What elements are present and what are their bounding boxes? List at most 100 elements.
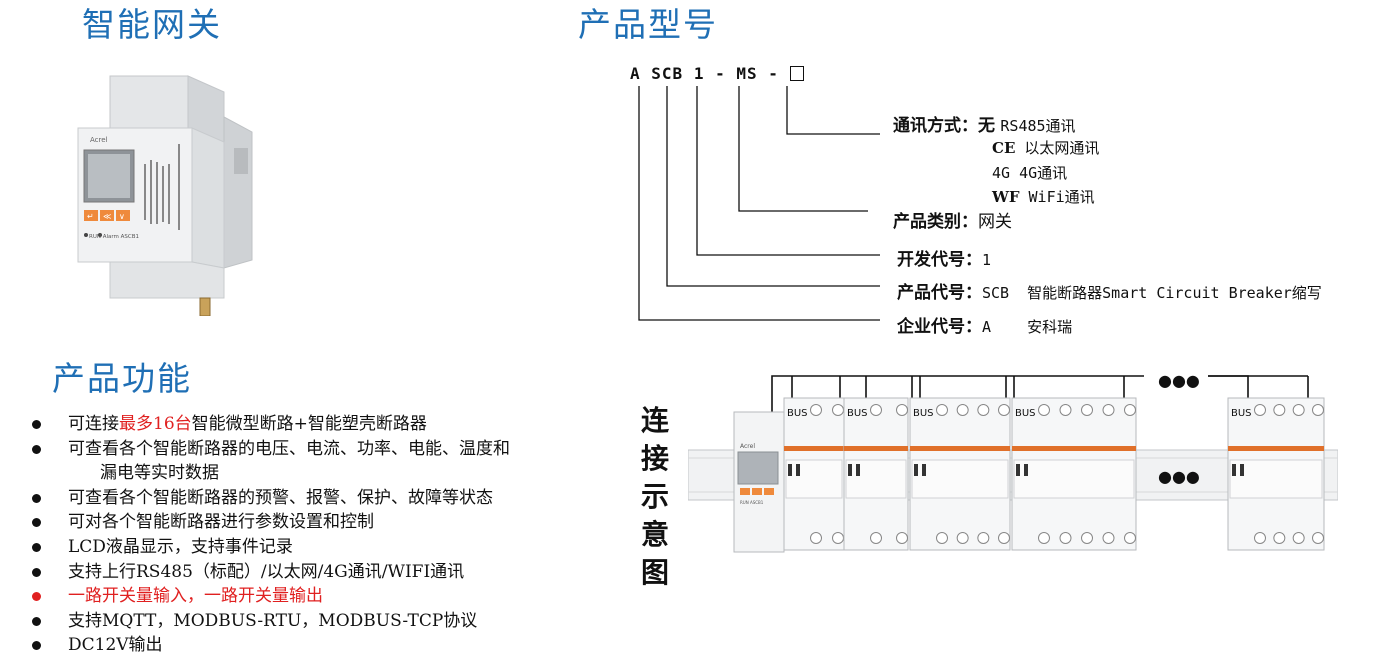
terminal-screw [1124, 532, 1136, 544]
gateway-led-labels: RUN ASCB1 [740, 500, 764, 505]
gateway-heading: 智能网关 [82, 5, 222, 44]
list-item: 支持上行RS485（标配）/以太网/4G通讯/WIFI通讯 [30, 560, 620, 585]
model-heading: 产品型号 [578, 5, 718, 44]
function-text: 可对各个智能断路器进行参数设置和控制 [68, 512, 374, 533]
dev-code-value: 1 [982, 251, 992, 269]
gateway-device-image: Acrel ↵ ≪ ∨ RUN Alarm ASCB1 [77, 75, 253, 316]
bus-ellipsis-middle: ●●● [1158, 467, 1200, 486]
bus-label: BUS [847, 408, 868, 419]
product-code-value: SCB 智能断路器Smart Circuit Breaker缩写 [982, 284, 1322, 302]
comm-option-text: 4G通讯 [1019, 164, 1068, 182]
product-code-label: 产品代号：SCB 智能断路器Smart Circuit Breaker缩写 [897, 278, 1322, 303]
category-label: 产品类别：网关 [893, 207, 1012, 232]
terminal-screw [870, 532, 882, 544]
function-text: 可查看各个智能断路器的预警、报警、保护、故障等状态 [68, 487, 493, 508]
comm-option-code: 4G [992, 164, 1011, 182]
device-button-3: ∨ [119, 212, 125, 221]
bus-ellipsis-top: ●●● [1158, 372, 1200, 390]
model-code-dev: 1 [693, 64, 705, 83]
terminal-screw [956, 532, 969, 544]
terminal-screw [977, 404, 990, 416]
company-code-value: A 安科瑞 [982, 318, 1073, 336]
terminal-screw [1124, 404, 1136, 416]
breaker-module: BUS [909, 397, 1011, 551]
category-key: 产品类别： [893, 212, 978, 232]
list-item: 可对各个智能断路器进行参数设置和控制 [30, 510, 620, 535]
terminal-screw [1081, 532, 1093, 544]
comm-option-3: WF WiFi通讯 [992, 186, 1095, 207]
bus-label: BUS [1231, 408, 1252, 419]
function-highlight: 最多16台 [119, 414, 192, 434]
device-brand: Acrel [90, 136, 108, 144]
product-code-key: 产品代号： [897, 283, 982, 303]
function-text: 漏电等实时数据 [100, 463, 219, 484]
model-code: A SCB 1 - MS - [630, 64, 804, 83]
function-text: DC12V输出 [68, 635, 163, 656]
terminal-screw [1038, 404, 1050, 416]
terminal-screw [977, 532, 990, 544]
comm-option-text: 以太网通讯 [1024, 139, 1100, 157]
breaker-modules: BUS BUS BUS BUS BUS [783, 397, 1325, 551]
bus-label: BUS [787, 408, 808, 419]
comm-method-key: 通讯方式： [893, 116, 978, 136]
comm-option-text: RS485通讯 [1000, 117, 1076, 135]
comm-option-1: CE 以太网通讯 [992, 137, 1099, 158]
terminal-screw [810, 532, 822, 544]
function-text: 支持上行RS485（标配）/以太网/4G通讯/WIFI通讯 [68, 561, 465, 582]
function-text: 支持MQTT，MODBUS-RTU，MODBUS-TCP协议 [68, 610, 478, 631]
function-text: 可连接 [68, 414, 119, 434]
function-highlight: 一路开关量输入，一路开关量输出 [68, 586, 323, 607]
terminal-screw [1102, 532, 1115, 544]
terminal-screw [832, 532, 844, 544]
breaker-module: BUS [1227, 397, 1325, 551]
terminal-screw [936, 532, 948, 544]
terminal-screw [1273, 404, 1286, 416]
function-text: LCD液晶显示，支持事件记录 [68, 536, 293, 557]
bus-label: BUS [913, 408, 934, 419]
comm-option-code: 无 [978, 116, 995, 136]
terminal-screw [896, 404, 908, 416]
company-code-key: 企业代号： [897, 317, 982, 337]
list-item: 可连接最多16台智能微型断路+智能塑壳断路器 [30, 412, 620, 437]
terminal-screw [1254, 404, 1266, 416]
terminal-screw [1059, 404, 1072, 416]
list-item: DC12V输出 [30, 633, 620, 658]
terminal-screw [1102, 404, 1115, 416]
device-led-labels: RUN Alarm ASCB1 [89, 234, 139, 240]
model-code-product: SCB [651, 64, 684, 83]
comm-option-code: CE [992, 139, 1016, 157]
terminal-screw [810, 404, 822, 416]
functions-list: 可连接最多16台智能微型断路+智能塑壳断路器 可查看各个智能断路器的电压、电流、… [30, 412, 620, 658]
comm-option-0: 无 RS485通讯 [978, 116, 1076, 136]
terminal-screw [1059, 532, 1072, 544]
breaker-module: BUS [783, 397, 845, 551]
connection-diagram-label: 连接示意图 [640, 404, 669, 589]
bus-label: BUS [1015, 408, 1036, 419]
list-item: 一路开关量输入，一路开关量输出 [30, 584, 620, 609]
model-code-comm-box [789, 66, 804, 81]
list-item: 可查看各个智能断路器的电压、电流、功率、电能、温度和漏电等实时数据 [30, 437, 620, 486]
comm-option-code: WF [992, 188, 1020, 206]
breaker-module: BUS [843, 397, 909, 551]
model-code-separator: - [715, 64, 726, 83]
terminal-screw [1254, 532, 1266, 544]
category-value: 网关 [978, 212, 1012, 232]
device-button-1: ↵ [87, 212, 94, 221]
dev-code-key: 开发代号： [897, 250, 982, 270]
terminal-screw [998, 532, 1010, 544]
terminal-screw [1273, 532, 1286, 544]
model-code-company: A [630, 64, 641, 83]
terminal-screw [1038, 532, 1050, 544]
list-item: 支持MQTT，MODBUS-RTU，MODBUS-TCP协议 [30, 609, 620, 634]
company-code-label: 企业代号：A 安科瑞 [897, 312, 1072, 337]
terminal-screw [1312, 532, 1324, 544]
gateway-brand: Acrel [740, 443, 755, 450]
comm-option-2: 4G 4G通讯 [992, 162, 1067, 183]
dev-code-label: 开发代号：1 [897, 245, 991, 270]
terminal-screw [1312, 404, 1324, 416]
terminal-screw [832, 404, 844, 416]
terminal-screw [998, 404, 1010, 416]
terminal-screw [1292, 404, 1305, 416]
comm-option-text: WiFi通讯 [1028, 188, 1095, 206]
terminal-screw [936, 404, 948, 416]
